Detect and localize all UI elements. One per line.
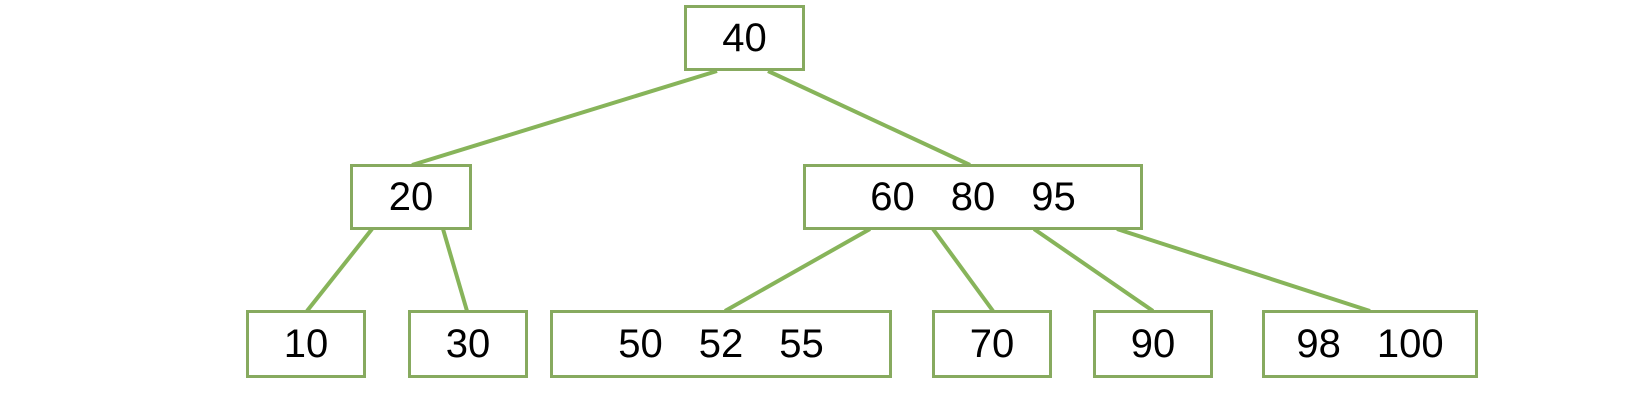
tree-node-root: 40	[684, 5, 805, 71]
edge-20-to-10	[305, 227, 374, 313]
node-key: 60	[870, 175, 915, 219]
tree-node-10: 10	[246, 310, 366, 378]
edge-60-to-50	[724, 227, 871, 313]
tree-node-98-100: 98 100	[1262, 310, 1478, 378]
tree-node-70: 70	[932, 310, 1052, 378]
edge-40-to-20	[411, 69, 718, 167]
node-key: 95	[1031, 175, 1076, 219]
node-key: 70	[969, 322, 1015, 366]
edge-60-to-70	[931, 227, 995, 313]
node-key: 10	[283, 322, 329, 366]
node-key: 40	[722, 16, 767, 60]
node-key: 100	[1376, 322, 1444, 366]
edge-60-to-98	[1116, 227, 1371, 313]
node-key: 98	[1296, 322, 1341, 366]
edge-20-to-30	[441, 228, 469, 312]
edge-60-to-90	[1032, 227, 1155, 313]
edge-40-to-60	[767, 69, 971, 167]
tree-node-30: 30	[408, 310, 528, 378]
tree-node-50-52-55: 50 52 55	[550, 310, 892, 378]
tree-node-20: 20	[350, 164, 472, 230]
node-key: 52	[698, 322, 744, 366]
node-key: 30	[445, 322, 491, 366]
tree-node-60-80-95: 60 80 95	[803, 164, 1143, 230]
node-key: 55	[779, 322, 824, 366]
node-key: 90	[1130, 322, 1176, 366]
node-key: 80	[950, 175, 996, 219]
tree-node-90: 90	[1093, 310, 1213, 378]
node-key: 20	[388, 175, 434, 219]
node-key: 50	[618, 322, 663, 366]
